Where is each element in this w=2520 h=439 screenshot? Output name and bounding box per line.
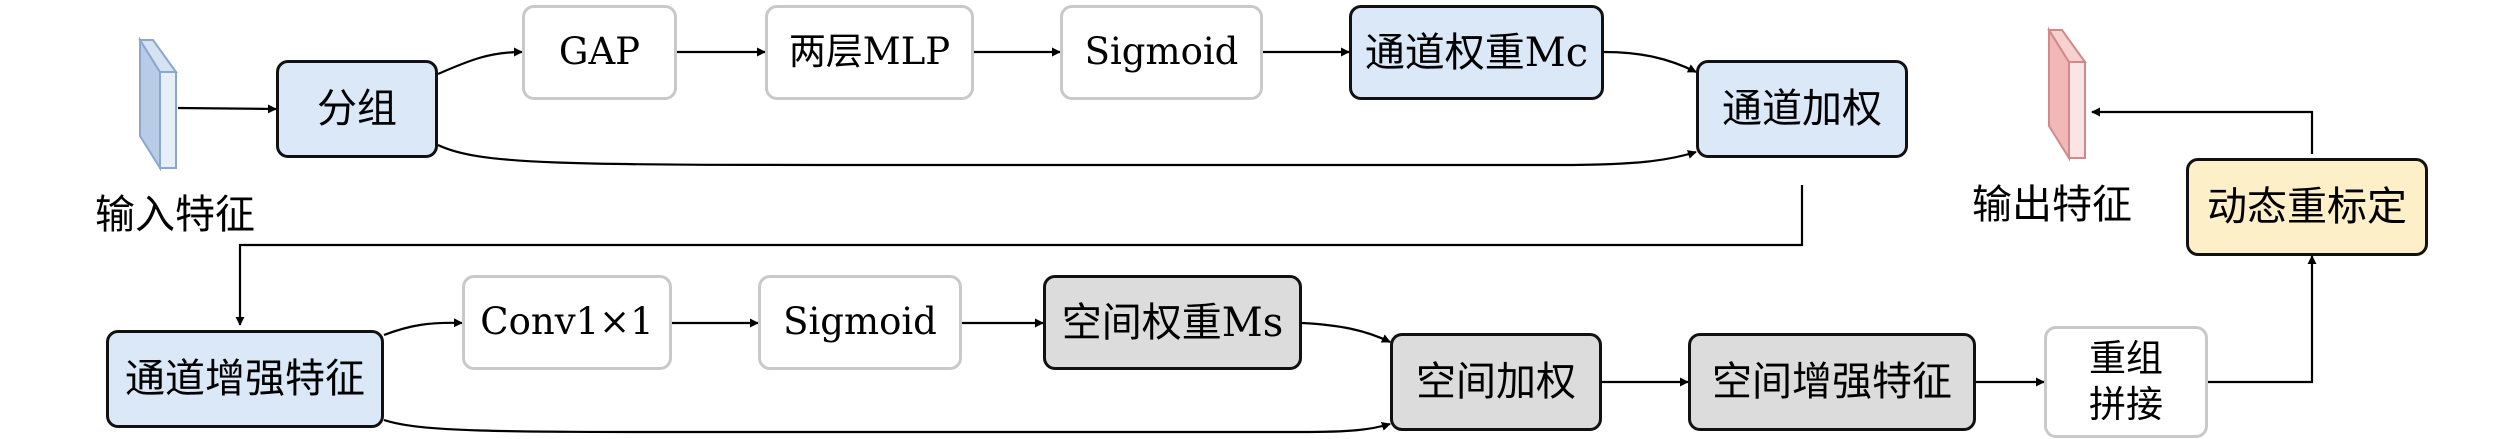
- edge-input-group: [177, 104, 277, 114]
- spatial-enhanced-node: 空间增强特征: [1688, 333, 1976, 431]
- edge-ms-spatial: [1301, 321, 1391, 343]
- input-feature-cube-icon: [138, 36, 178, 172]
- dynamic-recalibration-node: 动态重标定: [2186, 158, 2428, 256]
- sigmoid-channel-node: Sigmoid: [1060, 5, 1263, 100]
- conv-node: Conv1×1: [462, 275, 672, 370]
- regroup-node: 重组拼接: [2044, 326, 2208, 438]
- edge-enhanced-conv: [383, 318, 463, 337]
- edge-dynamic-output: [2091, 107, 2314, 154]
- channel-weighting-node: 通道加权: [1696, 60, 1908, 158]
- channel-weight-node: 通道权重Mc: [1349, 5, 1604, 100]
- edge-group-gap: [437, 47, 523, 76]
- gap-node: GAP: [522, 5, 677, 100]
- edge-enhanced-spatial: [383, 418, 1391, 434]
- group-node: 分组: [276, 60, 438, 158]
- output-feature-label: 输出特征: [1972, 182, 2132, 228]
- output-feature-cube-icon: [2047, 26, 2087, 162]
- edge-mc-weighting: [1603, 50, 1697, 73]
- sigmoid-spatial-node: Sigmoid: [758, 275, 962, 370]
- spatial-weighting-node: 空间加权: [1390, 333, 1602, 431]
- channel-enhanced-node: 通道增强特征: [106, 330, 384, 428]
- input-feature-label: 输入特征: [95, 192, 255, 238]
- edge-weighting-enhanced: [235, 185, 1804, 326]
- mlp-node: 两层MLP: [765, 5, 974, 100]
- spatial-weight-node: 空间权重Ms: [1043, 275, 1302, 370]
- edge-group-weighting: [437, 144, 1697, 167]
- edge-regroup-dynamic: [2208, 255, 2317, 384]
